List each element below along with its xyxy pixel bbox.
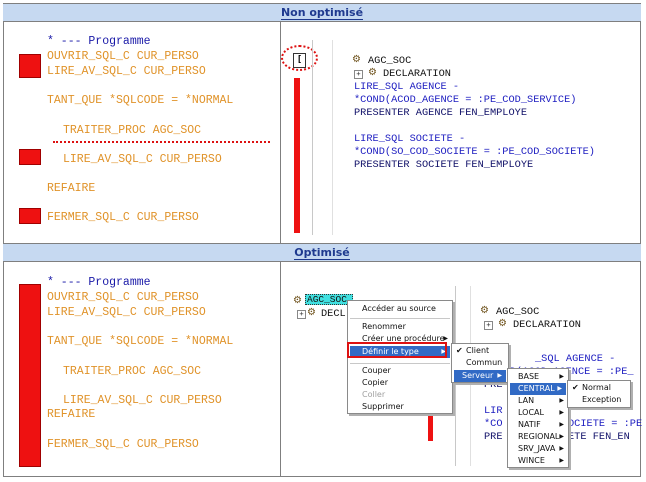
tree-root[interactable]: AGC_SOC: [496, 306, 540, 318]
code-line: TRAITER_PROC AGC_SOC: [63, 365, 202, 378]
code-line: FERMER_SQL_C CUR_PERSO: [47, 211, 199, 224]
chevron-right-icon: ▶: [559, 433, 564, 440]
check-icon: ✔: [572, 383, 579, 392]
red-marker-tall: [19, 284, 41, 467]
tree-selected-label[interactable]: AGC_SOC: [307, 294, 347, 305]
chevron-right-icon: ▶: [559, 373, 564, 380]
central-submenu: ✔Normal Exception: [567, 380, 631, 408]
menu-item-local[interactable]: LOCAL▶: [518, 408, 564, 417]
highlight-box-definir-type: [347, 342, 447, 358]
code-line: FERMER_SQL_C CUR_PERSO: [47, 438, 199, 451]
tree-child[interactable]: DECLARATION: [383, 68, 451, 80]
tree-child-truncated[interactable]: DECL: [321, 308, 346, 320]
divider-top: [280, 21, 281, 243]
red-marker: [19, 149, 41, 165]
code-fragment: LIR: [484, 405, 503, 417]
menu-item-wince[interactable]: WINCE▶: [518, 456, 564, 465]
code-line: REFAIRE: [47, 408, 96, 421]
module-icon: ⚙: [352, 54, 361, 65]
expand-icon[interactable]: +: [354, 70, 363, 79]
menu-item-central[interactable]: CENTRAL▶: [510, 383, 566, 395]
chevron-right-icon: ▶: [559, 397, 564, 404]
chevron-right-icon: ▶: [557, 385, 562, 392]
server-submenu: BASE▶ CENTRAL▶ LAN▶ LOCAL▶ NATIF▶ REGION…: [507, 368, 569, 468]
tree-selected-highlight[interactable]: [305, 294, 353, 305]
chevron-right-icon: ▶: [497, 372, 502, 379]
code-line: TRAITER_PROC AGC_SOC: [63, 124, 202, 137]
menu-item-serveur[interactable]: Serveur▶: [454, 370, 506, 382]
menu-item-copier[interactable]: Copier: [362, 378, 388, 387]
code-line: *COND(ACOD_AGENCE = :PE_COD_SERVICE): [354, 94, 577, 106]
chevron-right-icon: ▶: [441, 348, 446, 355]
code-line: LIRE_AV_SQL_C CUR_PERSO: [63, 394, 222, 407]
declaration-icon: ⚙: [498, 318, 507, 329]
red-scope-bar: [294, 78, 300, 233]
gutter-line: [332, 40, 333, 235]
declaration-icon: ⚙: [307, 307, 316, 318]
type-submenu: ✔Client Commun Serveur▶: [451, 343, 509, 383]
menu-item-base[interactable]: BASE▶: [518, 372, 564, 381]
code-fragment: *CO: [484, 418, 503, 430]
code-line: * --- Programme: [47, 35, 151, 48]
code-fragment: PRE: [484, 431, 503, 443]
code-line: *COND(SO_COD_SOCIETE = :PE_COD_SOCIETE): [354, 146, 595, 158]
red-marker: [19, 208, 41, 224]
code-line: LIRE_SQL AGENCE -: [354, 81, 460, 93]
code-line: TANT_QUE *SQLCODE = *NORMAL: [47, 94, 234, 107]
menu-item-couper[interactable]: Couper: [362, 366, 391, 375]
code-line: TANT_QUE *SQLCODE = *NORMAL: [47, 335, 234, 348]
code-line: PRESENTER SOCIETE FEN_EMPLOYE: [354, 159, 534, 171]
code-line: LIRE_SQL SOCIETE -: [354, 133, 466, 145]
bracket-icon[interactable]: [: [293, 53, 306, 68]
menu-item-supprimer[interactable]: Supprimer: [362, 402, 404, 411]
header-non-optimise: Non optimisé: [3, 3, 641, 22]
menu-separator: [350, 318, 450, 319]
menu-item-coller: Coller: [362, 390, 386, 399]
code-fragment: ETE FEN_EN: [568, 431, 630, 443]
chevron-right-icon: ▶: [559, 445, 564, 452]
module-icon: ⚙: [480, 305, 489, 316]
code-line: OUVRIR_SQL_C CUR_PERSO: [47, 291, 199, 304]
header-optimise: Optimisé: [3, 243, 641, 262]
tree-child[interactable]: DECLARATION: [513, 319, 581, 331]
menu-item-acceder-source[interactable]: Accéder au source: [362, 304, 436, 313]
code-line: * --- Programme: [47, 276, 151, 289]
menu-item-lan[interactable]: LAN▶: [518, 396, 564, 405]
gutter-line: [312, 40, 313, 235]
chevron-right-icon: ▶: [559, 409, 564, 416]
code-fragment: OCIETE = :PE: [568, 418, 643, 430]
code-fragment: _SQL AGENCE -: [535, 353, 616, 365]
expand-icon[interactable]: +: [484, 321, 493, 330]
code-line: LIRE_AV_SQL_C CUR_PERSO: [47, 306, 206, 319]
menu-item-definir-type[interactable]: Définir le type▶: [350, 346, 450, 358]
code-line: LIRE_AV_SQL_C CUR_PERSO: [63, 153, 222, 166]
menu-item-exception[interactable]: Exception: [582, 395, 622, 404]
chevron-right-icon: ▶: [443, 335, 448, 342]
code-line: REFAIRE: [47, 182, 96, 195]
code-line: OUVRIR_SQL_C CUR_PERSO: [47, 50, 199, 63]
tree-root[interactable]: AGC_SOC: [368, 55, 412, 67]
chevron-right-icon: ▶: [559, 457, 564, 464]
expand-icon[interactable]: +: [297, 310, 306, 319]
menu-item-srv-java[interactable]: SRV_JAVA▶: [518, 444, 564, 453]
menu-item-creer-procedure[interactable]: Créer une procédure▶: [362, 334, 448, 343]
menu-separator: [350, 363, 450, 364]
menu-item-renommer[interactable]: Renommer: [362, 322, 406, 331]
code-line: PRESENTER AGENCE FEN_EMPLOYE: [354, 107, 528, 119]
separator-dotted: [53, 141, 270, 143]
code-line: LIRE_AV_SQL_C CUR_PERSO: [47, 65, 206, 78]
menu-item-client[interactable]: ✔Client: [456, 346, 490, 355]
menu-item-commun[interactable]: Commun: [466, 358, 503, 367]
divider-bottom: [280, 261, 281, 477]
red-marker: [19, 54, 41, 78]
chevron-right-icon: ▶: [559, 421, 564, 428]
dotted-circle: [281, 45, 318, 71]
check-icon: ✔: [456, 346, 463, 355]
menu-item-normal[interactable]: ✔Normal: [572, 383, 611, 392]
module-icon: ⚙: [293, 295, 302, 306]
menu-item-regional[interactable]: REGIONAL▶: [518, 432, 564, 441]
menu-item-natif[interactable]: NATIF▶: [518, 420, 564, 429]
declaration-icon: ⚙: [368, 67, 377, 78]
